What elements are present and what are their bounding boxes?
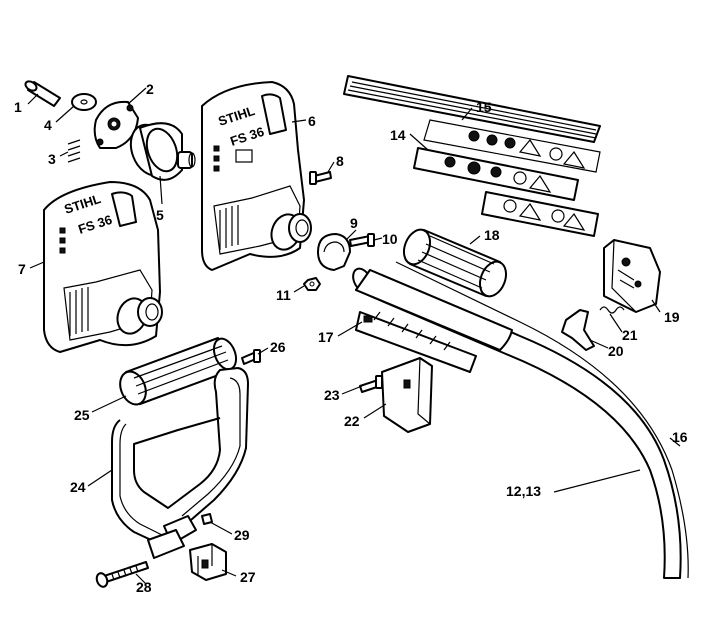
- callout-27: 27: [240, 569, 256, 585]
- callout-6: 6: [308, 113, 316, 129]
- callout-4: 4: [44, 117, 52, 133]
- callout-1: 1: [14, 99, 22, 115]
- callout-25: 25: [74, 407, 90, 423]
- part-housing-right: STIHL FS 36: [201, 81, 312, 271]
- part-clamp: [317, 233, 351, 271]
- callout-9: 9: [350, 215, 358, 231]
- part-housing-left: STIHL FS 36: [43, 181, 163, 353]
- part-screw-8: [309, 171, 332, 185]
- callout-14: 14: [390, 127, 406, 143]
- part-switch-cover: [381, 357, 433, 433]
- part-grip-sleeve: [402, 228, 508, 298]
- part-nut: [303, 277, 321, 291]
- callout-21: 21: [622, 327, 638, 343]
- callout-16: 16: [672, 429, 688, 445]
- part-drive-cable: [395, 261, 689, 579]
- part-spring: [67, 139, 81, 163]
- callout-29: 29: [234, 527, 250, 543]
- part-screw-23: [359, 375, 383, 393]
- callout-22: 22: [344, 413, 360, 429]
- part-decal-14: [413, 147, 599, 237]
- part-long-screw: [95, 561, 149, 588]
- part-washer: [71, 93, 97, 111]
- callout-11: 11: [276, 287, 291, 303]
- part-square-nut: [201, 513, 213, 525]
- part-pin: [24, 80, 61, 107]
- callout-19: 19: [664, 309, 680, 325]
- callout-labels: 1 4 3 2 5 6 7 8 9 10 11 12,13 14 15 16 1…: [14, 81, 688, 595]
- callout-18: 18: [484, 227, 500, 243]
- part-drive-tube: [352, 267, 682, 579]
- callout-15: 15: [476, 99, 492, 115]
- callout-20: 20: [608, 343, 624, 359]
- callout-26: 26: [270, 339, 286, 355]
- leader-lines: [27, 87, 681, 585]
- part-throttle-trigger: [561, 309, 595, 351]
- part-throttle-spring: [599, 306, 625, 314]
- part-throttle-housing: [603, 239, 661, 313]
- callout-7: 7: [18, 261, 26, 277]
- part-handle-grip: [119, 337, 238, 406]
- part-switch-housing: [355, 311, 477, 373]
- callout-24: 24: [70, 479, 86, 495]
- part-screw-26: [241, 349, 261, 365]
- part-clamp-block: [189, 543, 227, 581]
- callout-5: 5: [156, 207, 164, 223]
- part-decal-15: [343, 75, 601, 173]
- callout-17: 17: [318, 329, 334, 345]
- callout-2: 2: [146, 81, 154, 97]
- callout-10: 10: [382, 231, 398, 247]
- callout-3: 3: [48, 151, 56, 167]
- callout-12-13: 12,13: [506, 483, 541, 499]
- part-clutch-drum: [129, 122, 196, 181]
- callout-23: 23: [324, 387, 340, 403]
- callout-28: 28: [136, 579, 152, 595]
- part-loop-handle: [111, 367, 249, 559]
- part-screw-10: [349, 233, 375, 247]
- callout-8: 8: [336, 153, 344, 169]
